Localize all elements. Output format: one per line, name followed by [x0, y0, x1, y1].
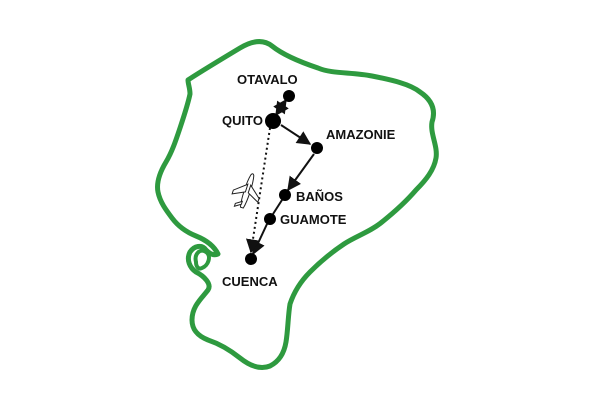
- coastal-island: [193, 248, 211, 271]
- label-amazonie: AMAZONIE: [326, 127, 396, 142]
- label-banos: BAÑOS: [296, 189, 343, 204]
- city-dot-otavalo: [283, 90, 295, 102]
- route-lines: [245, 98, 315, 256]
- route-quito-amazonie: [280, 124, 312, 145]
- city-dot-banos: [279, 189, 291, 201]
- city-dot-guamote: [264, 213, 276, 225]
- route-quito-cuenca-dotted: [245, 127, 271, 254]
- route-amazonie-banos: [287, 153, 315, 192]
- city-dot-cuenca: [245, 253, 257, 265]
- city-labels: OTAVALO QUITO AMAZONIE BAÑOS GUAMOTE CUE…: [222, 72, 396, 289]
- airplane-icon: [231, 173, 260, 209]
- route-banos-guamote: [272, 199, 283, 215]
- label-quito: QUITO: [222, 113, 263, 128]
- country-outline: [155, 39, 439, 371]
- city-dot-quito: [265, 113, 281, 129]
- label-otavalo: OTAVALO: [237, 72, 298, 87]
- label-cuenca: CUENCA: [222, 274, 278, 289]
- label-guamote: GUAMOTE: [280, 212, 347, 227]
- route-otavalo-quito: [273, 98, 289, 117]
- city-dots: [245, 90, 323, 265]
- city-dot-amazonie: [311, 142, 323, 154]
